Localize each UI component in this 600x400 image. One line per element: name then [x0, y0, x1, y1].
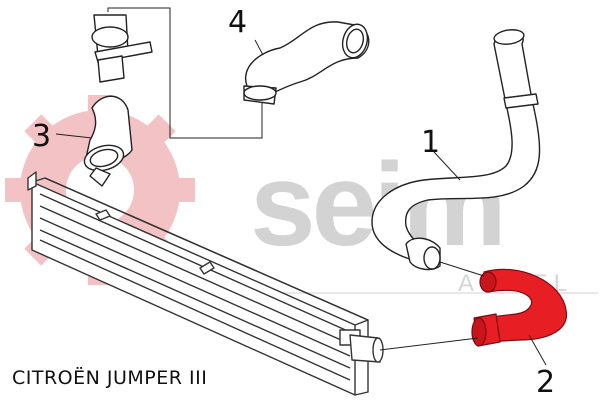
callout-number-4: 4	[228, 5, 247, 40]
lower-hose-highlighted	[471, 268, 567, 347]
vehicle-label: CITROËN JUMPER III	[12, 366, 207, 389]
intercooler	[27, 171, 384, 396]
turbo-hose-part	[243, 21, 370, 105]
upper-hose-part	[371, 29, 541, 271]
callout-number-1: 1	[421, 125, 440, 160]
callout-number-2: 2	[536, 365, 555, 400]
elbow-hose-part	[83, 14, 153, 187]
leader-lines	[55, 7, 547, 366]
callout-number-3: 3	[32, 119, 51, 154]
